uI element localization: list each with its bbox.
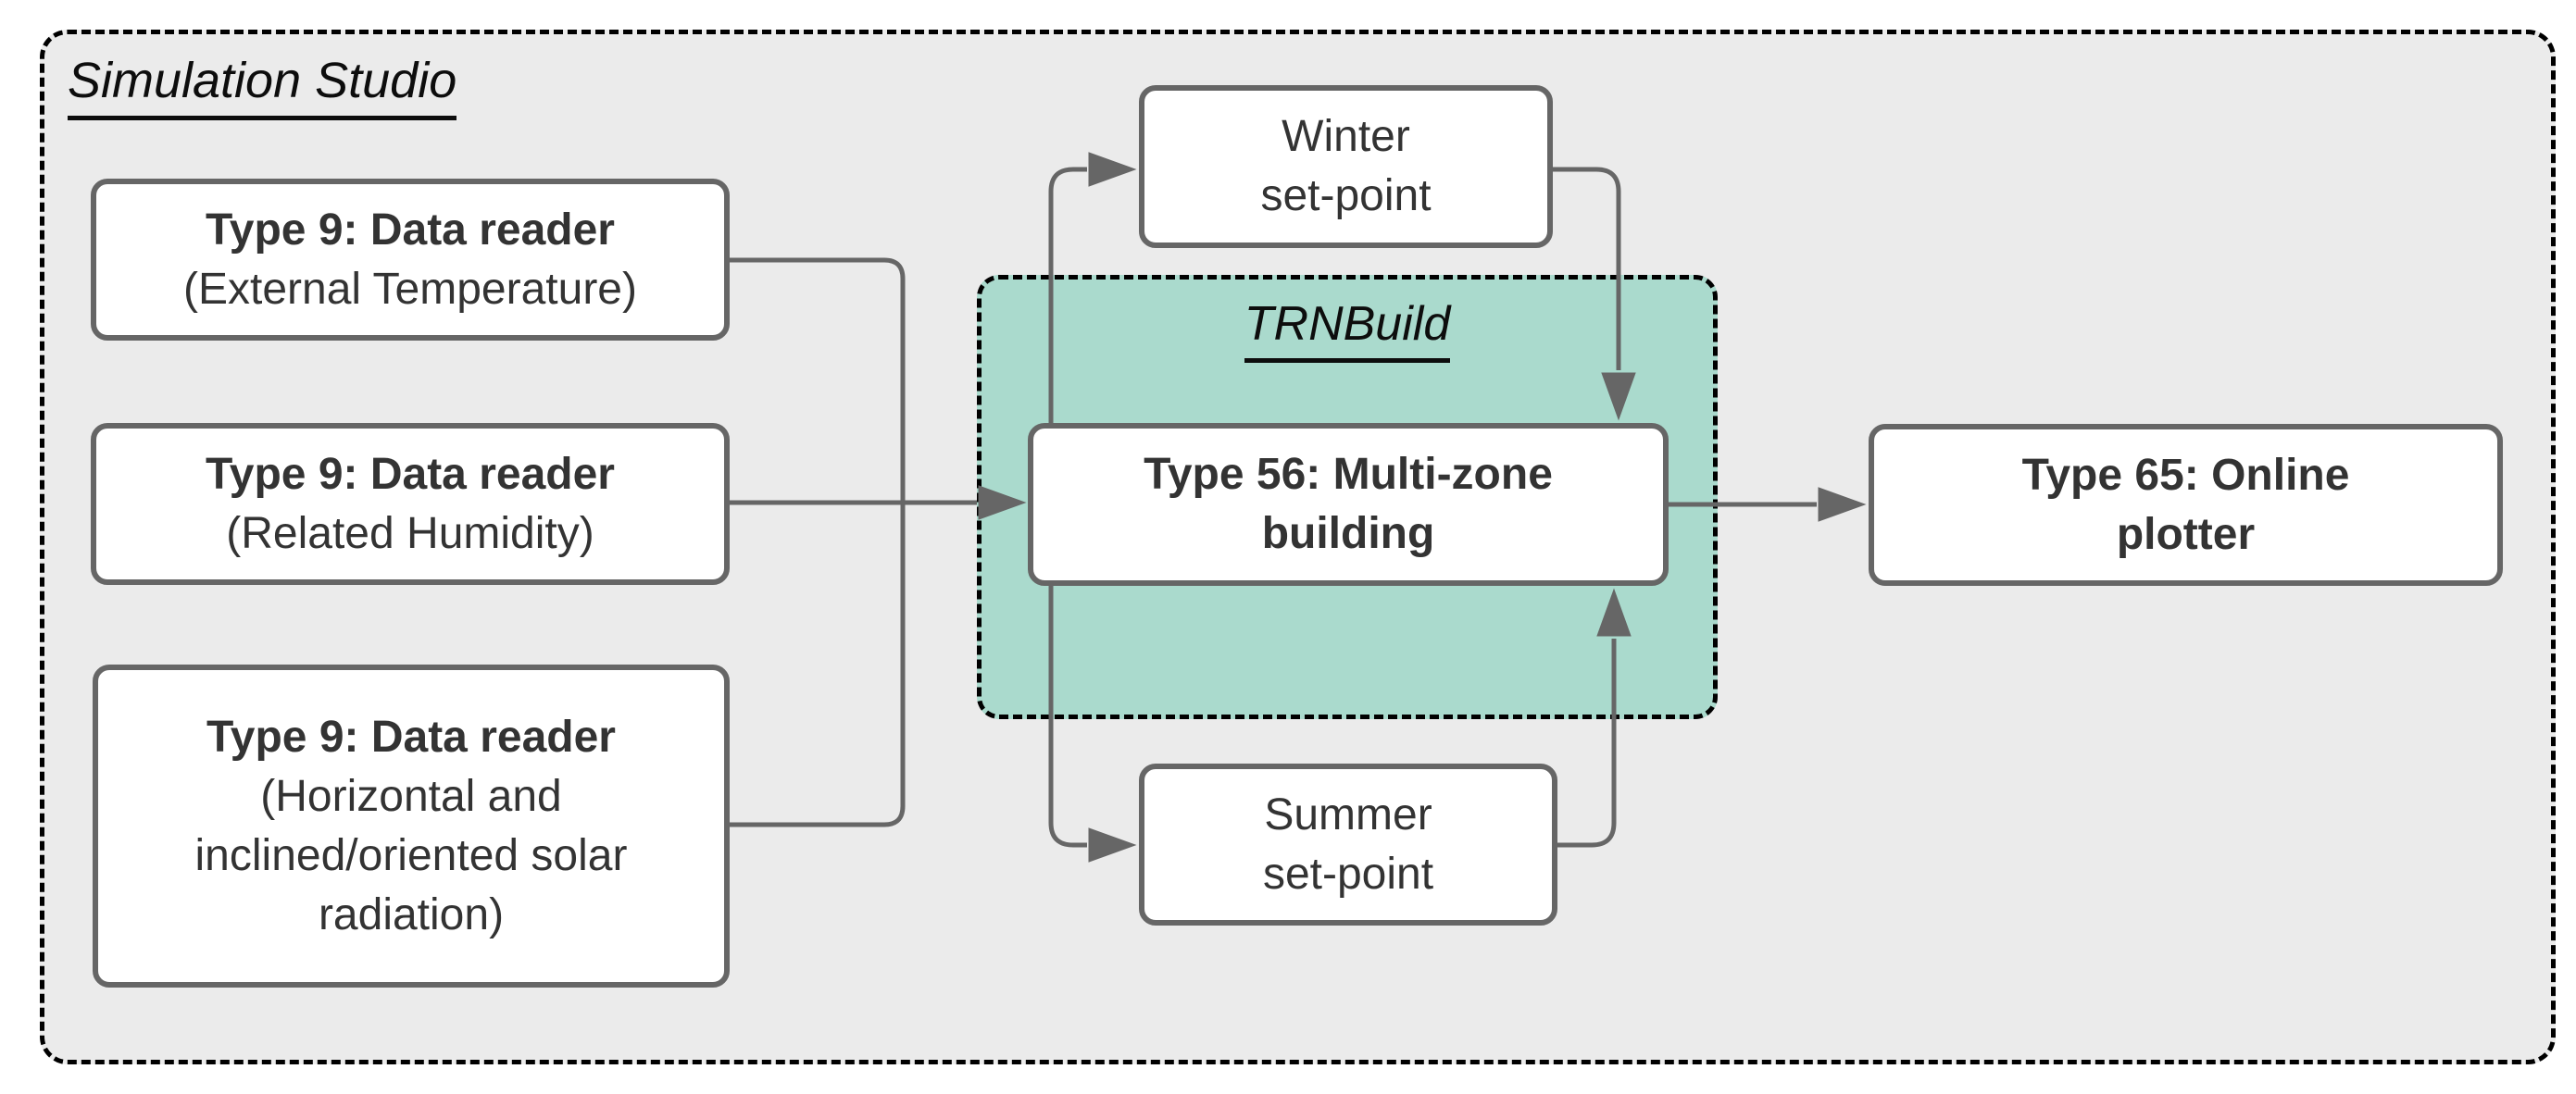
node-summer-setpoint: Summer set-point <box>1139 764 1557 926</box>
node-title: Type 9: Data reader <box>206 449 615 499</box>
node-type65-online-plotter: Type 65: Online plotter <box>1869 424 2503 586</box>
node-subtitle: (Related Humidity) <box>226 508 594 558</box>
node-type9-solar-radiation: Type 9: Data reader (Horizontal and incl… <box>93 665 730 988</box>
node-line1: Type 65: Online <box>2021 450 2350 500</box>
node-line2: set-point <box>1260 171 1432 220</box>
node-line1: Summer <box>1264 789 1432 839</box>
node-title: Type 9: Data reader <box>206 205 615 255</box>
node-line1: Winter <box>1282 112 1410 161</box>
connector-reader-solar-to-junction <box>730 503 906 827</box>
node-subtitle-line2: inclined/oriented solar <box>194 830 628 880</box>
simulation-studio-label: Simulation Studio <box>68 52 457 120</box>
arrowhead-into-type65-left <box>1818 487 1867 522</box>
node-type9-related-humidity: Type 9: Data reader (Related Humidity) <box>91 423 730 585</box>
arrowhead-into-summer-left <box>1088 827 1137 863</box>
arrowhead-into-type56-top <box>1601 372 1636 421</box>
connector-type56-to-summer <box>1048 579 1137 863</box>
connector-junction-to-type56 <box>730 485 1027 520</box>
node-line2: building <box>1261 509 1435 558</box>
node-line2: plotter <box>2116 509 2256 559</box>
simulation-studio-label-text: Simulation Studio <box>68 52 457 120</box>
node-line1: Type 56: Multi-zone <box>1144 450 1553 499</box>
connector-type56-to-winter <box>1048 152 1137 423</box>
node-subtitle-line3: radiation) <box>318 889 505 939</box>
node-title: Type 9: Data reader <box>206 712 616 762</box>
connector-reader-temp-to-junction <box>730 257 906 503</box>
trnbuild-label-text: TRNBuild <box>1244 296 1451 363</box>
node-type9-external-temperature: Type 9: Data reader (External Temperatur… <box>91 179 730 341</box>
trnbuild-label: TRNBuild <box>977 296 1718 363</box>
arrowhead-into-type56-left <box>978 485 1027 520</box>
node-subtitle-line1: (Horizontal and <box>260 771 562 821</box>
node-subtitle: (External Temperature) <box>183 264 637 314</box>
connector-summer-to-type56-bottom <box>1551 588 1632 848</box>
node-line2: set-point <box>1262 849 1434 899</box>
node-type56-multizone-building: Type 56: Multi-zone building <box>1028 423 1669 586</box>
arrowhead-into-type56-bottom <box>1596 588 1632 637</box>
connector-type56-to-type65 <box>1662 487 1867 522</box>
node-winter-setpoint: Winter set-point <box>1139 85 1553 248</box>
connector-winter-to-type56-top <box>1546 167 1636 421</box>
arrowhead-into-winter-left <box>1088 152 1137 187</box>
